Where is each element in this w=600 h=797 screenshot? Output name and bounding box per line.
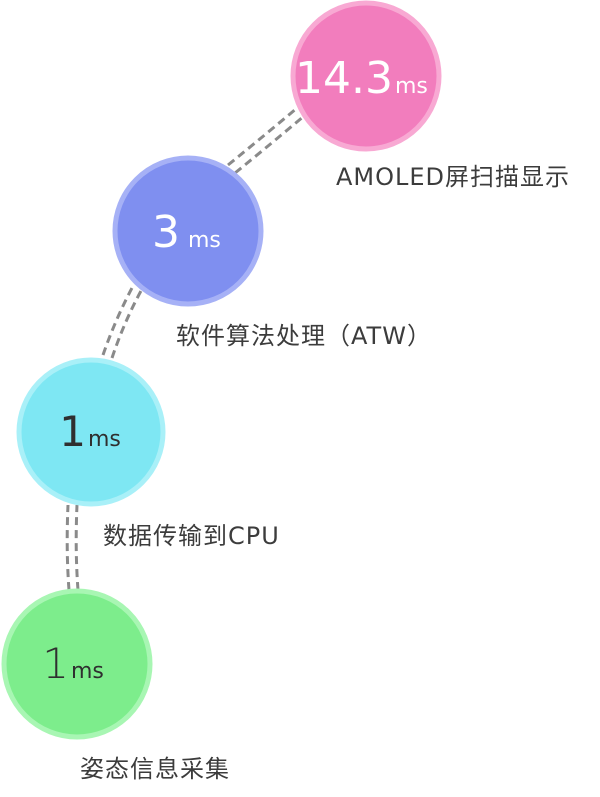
stage-4-unit: ms — [395, 74, 428, 99]
connector-2-3-line-b — [110, 288, 144, 359]
connector-3-4-line-a — [227, 106, 298, 167]
connector-2-3 — [101, 285, 144, 359]
connector-1-2-line-b — [74, 504, 80, 591]
stage-2-circle — [16, 357, 166, 507]
stage-1-value: 1 — [42, 639, 69, 688]
stage-3-label: 软件算法处理（ATW） — [176, 322, 432, 350]
stage-2-label: 数据传输到CPU — [103, 522, 280, 550]
stage-node-2: 1 ms — [16, 357, 166, 507]
connector-1-2-line-a — [65, 504, 71, 591]
stage-1-circle — [1, 588, 153, 740]
connector-2-3-line-a — [101, 285, 135, 356]
stage-4-value: 14.3 — [295, 53, 393, 104]
stage-4-label: AMOLED屏扫描显示 — [336, 163, 571, 191]
connector-1-2 — [65, 504, 80, 591]
stage-1-unit: ms — [71, 659, 104, 684]
stage-node-4: 14.3 ms — [290, 0, 442, 152]
stage-3-unit: ms — [188, 228, 221, 253]
connector-3-4-line-b — [234, 114, 305, 175]
stage-3-circle — [112, 155, 264, 307]
connector-3-4 — [227, 106, 305, 175]
stage-node-1: 1 ms — [1, 588, 153, 740]
stage-2-unit: ms — [88, 427, 121, 452]
stage-4-circle — [290, 0, 442, 152]
stage-3-value: 3 — [152, 207, 180, 258]
stage-2-value: 1 — [59, 407, 86, 456]
stage-node-3: 3 ms — [112, 155, 264, 307]
stage-1-label: 姿态信息采集 — [80, 755, 230, 783]
